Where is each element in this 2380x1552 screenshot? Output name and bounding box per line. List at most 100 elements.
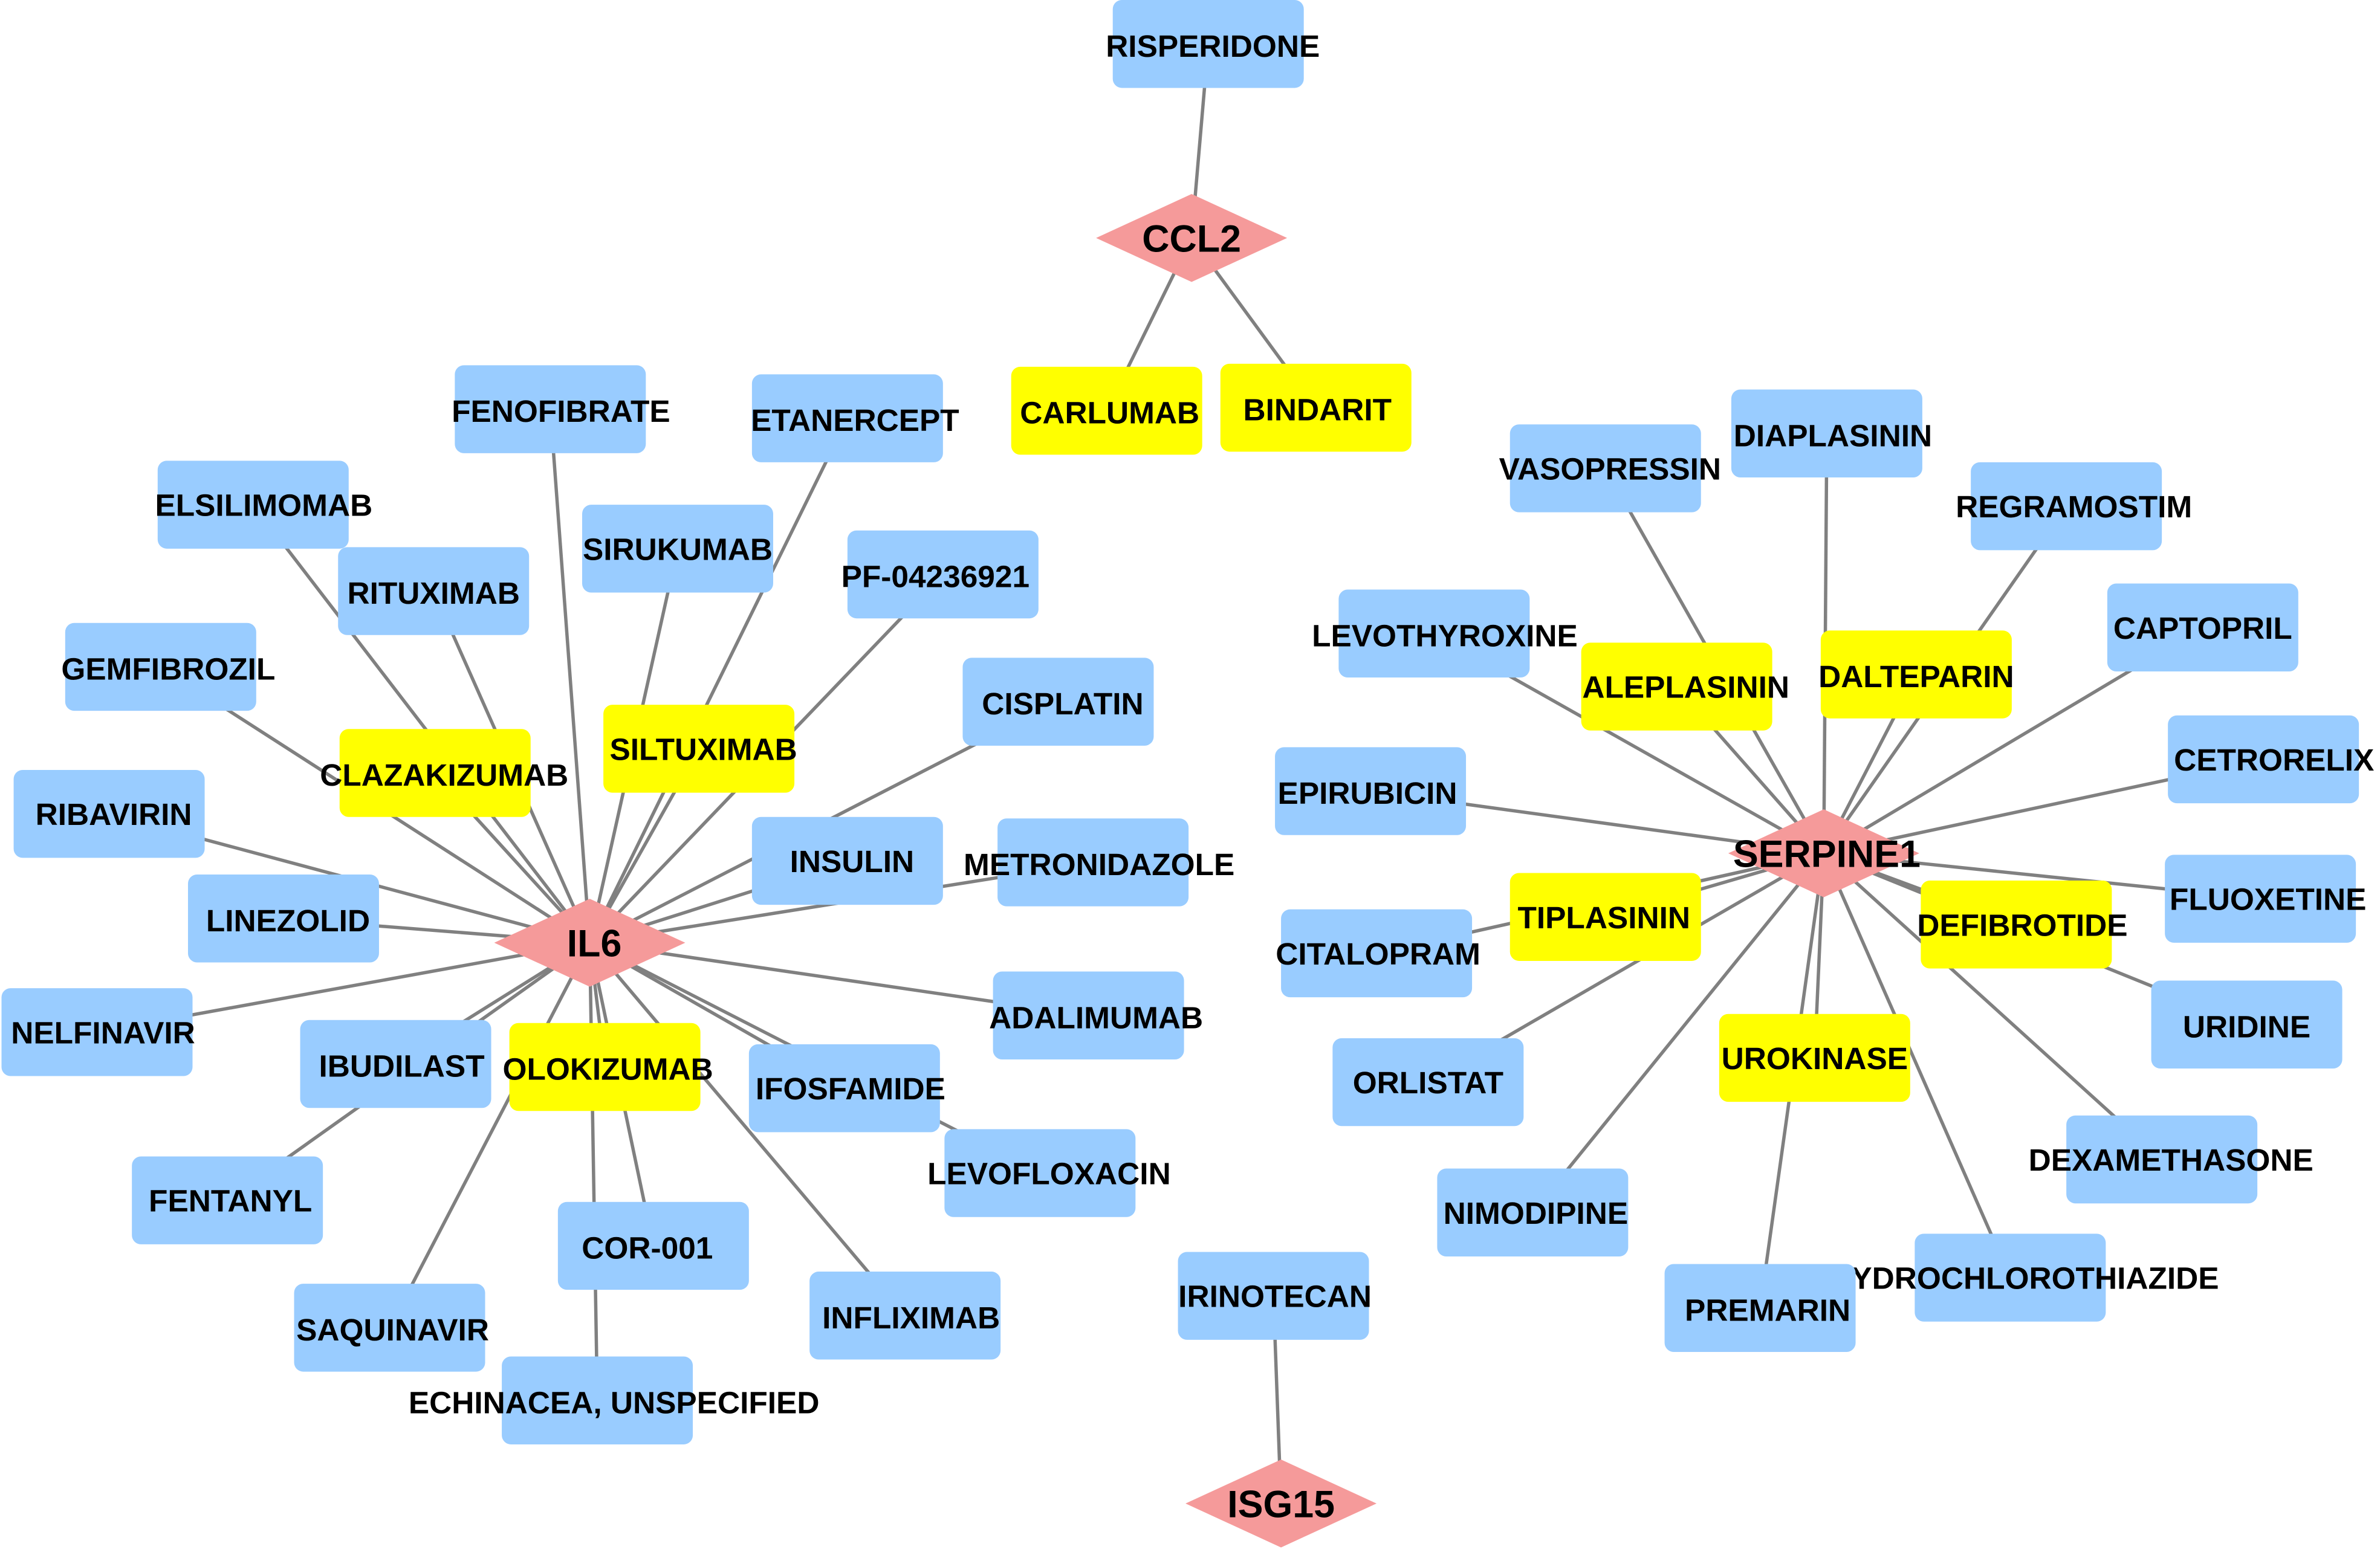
drug-box bbox=[1971, 462, 2162, 551]
drug-node-risperidone: RISPERIDONE bbox=[1106, 0, 1320, 88]
drug-label: LEVOTHYROXINE bbox=[1312, 618, 1578, 653]
drug-box bbox=[1437, 1168, 1629, 1256]
drug-label: GEMFIBROZIL bbox=[61, 652, 275, 687]
drug-label: PF-04236921 bbox=[841, 559, 1029, 594]
drug-box bbox=[1509, 424, 1701, 512]
drug-box bbox=[1664, 1264, 1856, 1352]
drug-box bbox=[509, 1023, 701, 1111]
drug-label: NIMODIPINE bbox=[1444, 1195, 1629, 1230]
drug-node-ifosfamide: IFOSFAMIDE bbox=[748, 1044, 945, 1133]
drug-box bbox=[582, 505, 773, 593]
drug-node-vasopressin: VASOPRESSIN bbox=[1499, 424, 1721, 512]
drug-node-dexamethasone: DEXAMETHASONE bbox=[2029, 1115, 2314, 1204]
drug-label: ELSILIMOMAB bbox=[155, 488, 372, 523]
gene-label: CCL2 bbox=[1142, 218, 1241, 260]
drug-node-tiplasinin: TIPLASININ bbox=[1509, 873, 1701, 961]
drug-box bbox=[962, 658, 1154, 746]
drug-label: SILTUXIMAB bbox=[610, 731, 797, 766]
drug-label: SIRUKUMAB bbox=[583, 531, 773, 566]
drug-box bbox=[1275, 747, 1467, 835]
drug-label: METRONIDAZOLE bbox=[964, 847, 1234, 882]
drug-label: DEXAMETHASONE bbox=[2029, 1142, 2314, 1177]
drug-label: RIBAVIRIN bbox=[36, 797, 192, 832]
drug-node-premarin: PREMARIN bbox=[1664, 1264, 1856, 1352]
edge-il6-elsilimomab bbox=[251, 503, 591, 944]
edge-il6-echinacea-unspecified bbox=[588, 942, 599, 1401]
drug-box bbox=[809, 1272, 1001, 1360]
drug-label: COR-001 bbox=[582, 1230, 713, 1265]
drug-node-rituximab: RITUXIMAB bbox=[338, 547, 530, 635]
drug-box bbox=[502, 1356, 693, 1444]
drug-box bbox=[1719, 1014, 1910, 1102]
drug-box bbox=[2151, 980, 2343, 1069]
drug-label: HYDROCHLOROTHIAZIDE bbox=[1829, 1261, 2219, 1296]
edge-il6-saquinavir bbox=[388, 942, 591, 1329]
gene-label: SERPINE1 bbox=[1733, 833, 1921, 875]
drug-box bbox=[157, 461, 349, 549]
drug-label: DIAPLASININ bbox=[1734, 418, 1932, 453]
drug-node-nimodipine: NIMODIPINE bbox=[1437, 1168, 1629, 1256]
drug-label: RISPERIDONE bbox=[1106, 28, 1320, 63]
drug-box bbox=[455, 365, 646, 453]
drug-node-diaplasinin: DIAPLASININ bbox=[1731, 389, 1932, 477]
drug-box bbox=[847, 530, 1039, 619]
drug-node-epirubicin: EPIRUBICIN bbox=[1275, 747, 1467, 835]
gene-diamond bbox=[494, 899, 686, 987]
drug-node-siltuximab: SILTUXIMAB bbox=[603, 705, 797, 793]
drug-box bbox=[1731, 389, 1922, 477]
drug-label: INSULIN bbox=[790, 844, 915, 879]
drug-node-levothyroxine: LEVOTHYROXINE bbox=[1312, 589, 1578, 677]
drug-label: NELFINAVIR bbox=[11, 1015, 195, 1050]
drug-node-ribavirin: RIBAVIRIN bbox=[13, 769, 205, 858]
drug-box bbox=[1581, 642, 1772, 731]
drug-node-regramostim: REGRAMOSTIM bbox=[1956, 462, 2192, 551]
edge-il6-infliximab bbox=[588, 942, 907, 1317]
drug-node-elsilimomab: ELSILIMOMAB bbox=[155, 461, 372, 549]
drug-node-gemfibrozil: GEMFIBROZIL bbox=[61, 622, 275, 711]
drug-label: RITUXIMAB bbox=[347, 575, 519, 610]
drug-box bbox=[1220, 363, 1412, 452]
drug-label: DEFIBROTIDE bbox=[1917, 907, 2127, 942]
drug-node-saquinavir: SAQUINAVIR bbox=[294, 1284, 489, 1372]
drug-label: ETANERCEPT bbox=[751, 403, 959, 438]
drug-node-pf-04236921: PF-04236921 bbox=[841, 530, 1039, 619]
drug-box bbox=[187, 875, 379, 963]
drug-label: PREMARIN bbox=[1685, 1292, 1850, 1327]
drug-node-cisplatin: CISPLATIN bbox=[962, 658, 1154, 746]
drug-node-fenofibrate: FENOFIBRATE bbox=[452, 365, 670, 453]
drug-box bbox=[1921, 881, 2112, 969]
drug-box bbox=[2107, 583, 2298, 671]
drug-box bbox=[339, 729, 531, 817]
drug-label: FLUOXETINE bbox=[2170, 882, 2366, 917]
drug-label: IFOSFAMIDE bbox=[756, 1071, 945, 1106]
drug-node-etanercept: ETANERCEPT bbox=[751, 374, 959, 462]
drug-box bbox=[13, 769, 205, 858]
drug-label: DALTEPARIN bbox=[1818, 659, 2014, 694]
drug-node-metronidazole: METRONIDAZOLE bbox=[964, 818, 1234, 907]
drug-box bbox=[1820, 630, 2012, 719]
drug-box bbox=[1011, 366, 1202, 455]
drug-label: INFLIXIMAB bbox=[822, 1300, 1000, 1335]
drug-box bbox=[751, 374, 943, 462]
drug-node-hydrochlorothiazide: HYDROCHLOROTHIAZIDE bbox=[1829, 1234, 2219, 1322]
drug-box bbox=[2165, 855, 2356, 943]
edge-il6-fenofibrate bbox=[548, 409, 592, 943]
drug-label: ORLISTAT bbox=[1353, 1065, 1503, 1100]
drug-box bbox=[1338, 589, 1530, 677]
edge-serpine1-dexamethasone bbox=[1823, 852, 2163, 1161]
drug-node-cor-001: COR-001 bbox=[557, 1201, 749, 1290]
drug-label: REGRAMOSTIM bbox=[1956, 489, 2192, 524]
drug-node-citalopram: CITALOPRAM bbox=[1276, 909, 1480, 998]
drug-label: UROKINASE bbox=[1722, 1041, 1908, 1076]
drug-label: ADALIMUMAB bbox=[989, 1000, 1203, 1035]
drug-box bbox=[993, 971, 1184, 1059]
drug-label: BINDARIT bbox=[1244, 392, 1392, 427]
drug-node-dalteparin: DALTEPARIN bbox=[1818, 630, 2014, 719]
gene-diamond bbox=[1185, 1460, 1377, 1548]
drug-node-carlumab: CARLUMAB bbox=[1011, 366, 1202, 455]
drug-box bbox=[2066, 1115, 2258, 1204]
drug-node-fentanyl: FENTANYL bbox=[132, 1156, 323, 1244]
drug-box bbox=[1509, 873, 1701, 961]
